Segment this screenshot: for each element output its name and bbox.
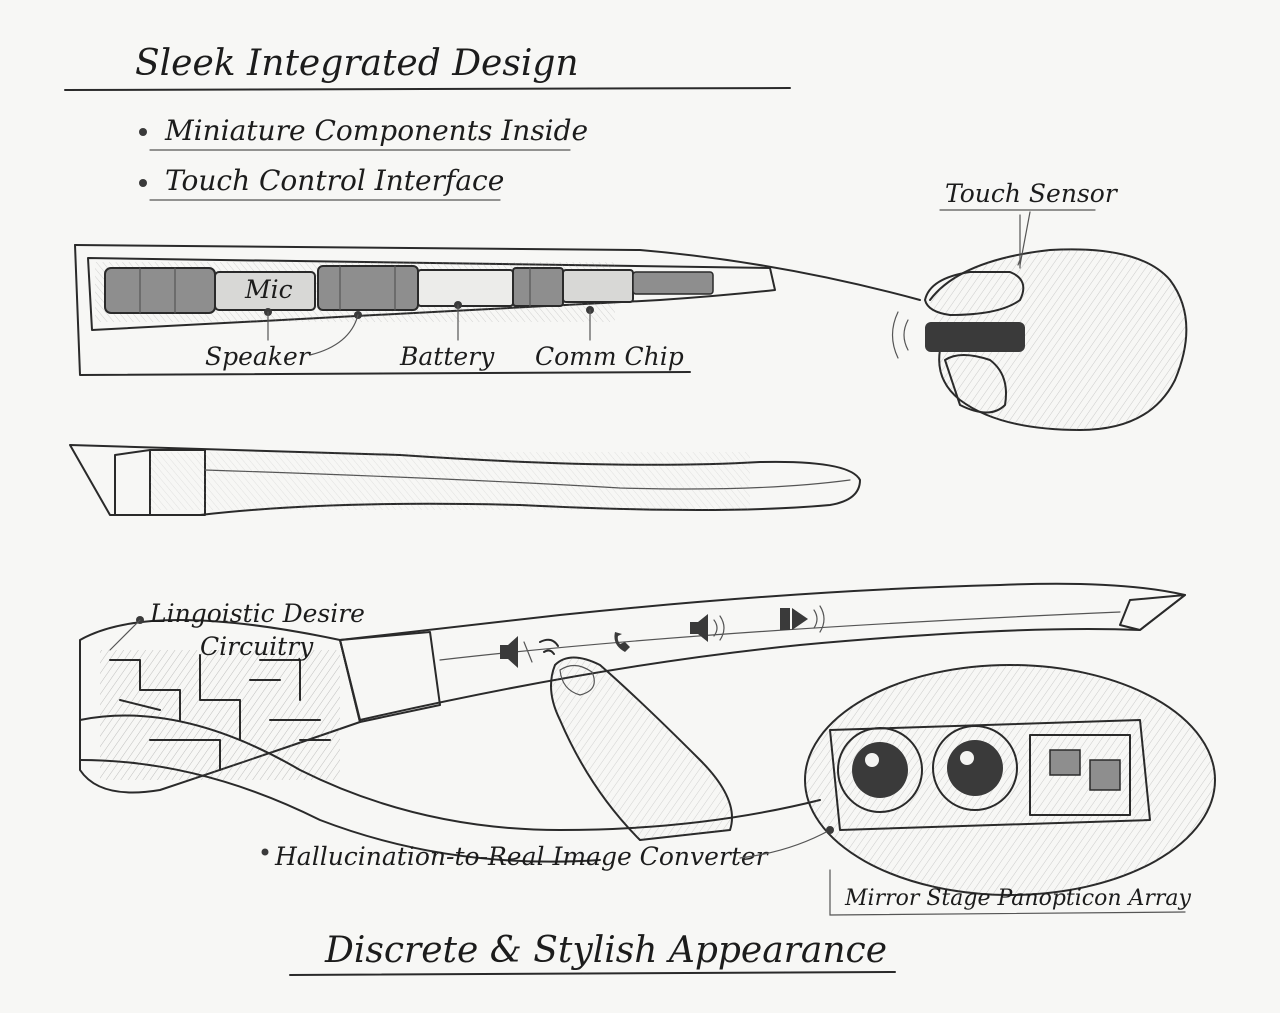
title: Sleek Integrated Design [135, 43, 579, 84]
label-battery: Battery [399, 342, 495, 371]
circuitry-cutaway [79, 619, 821, 863]
label-comm-chip: Comm Chip [535, 342, 684, 371]
label-touch-sensor: Touch Sensor [945, 179, 1119, 208]
label-converter: Hallucination-to-Real Image Converter [274, 842, 770, 871]
label-circuitry-1: Lingoistic Desire [149, 599, 365, 628]
wireless-icon [539, 638, 559, 655]
volume-icon [690, 614, 725, 642]
bullet-dot [139, 179, 147, 187]
temple-side-view [69, 444, 861, 516]
touch-sensor-hand [891, 214, 1188, 431]
footer-underline [289, 971, 896, 976]
footer-caption: Discrete & Stylish Appearance [324, 930, 887, 971]
cutaway-temple [74, 244, 921, 376]
bullet-dot [139, 128, 147, 136]
phone-icon [614, 632, 630, 652]
camera-array [804, 664, 1216, 896]
pressing-finger [550, 656, 733, 841]
bullet-miniature: Miniature Components Inside [164, 114, 588, 147]
title-underline [64, 87, 791, 91]
label-speaker: Speaker [205, 342, 312, 371]
label-mic: Mic [244, 275, 293, 304]
play-sound-icon [780, 605, 825, 633]
bullet-touch: Touch Control Interface [165, 164, 504, 197]
mute-icon [500, 636, 533, 668]
label-array: Mirror Stage Panopticon Array [844, 886, 1192, 911]
label-circuitry-2: Circuitry [200, 632, 314, 661]
